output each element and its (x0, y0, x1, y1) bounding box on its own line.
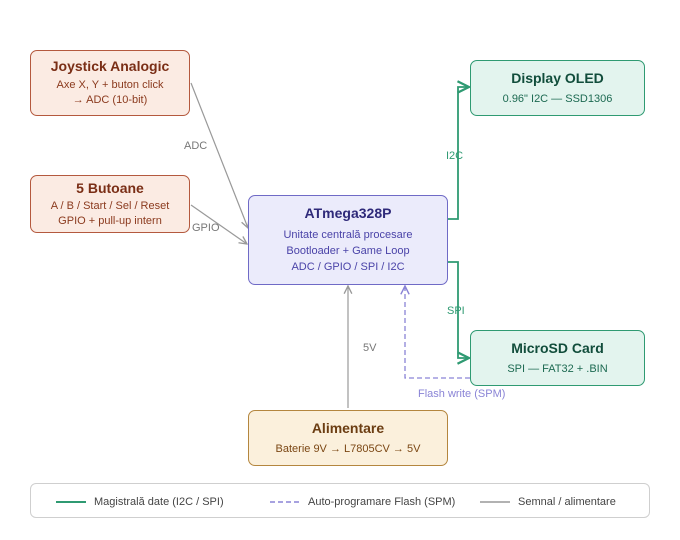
mcu-node: ATmega328P Unitate centrală procesare Bo… (248, 195, 448, 285)
oled-title: Display OLED (511, 69, 604, 86)
legend-item-data-bus: Magistrală date (I2C / SPI) (56, 484, 224, 519)
buttons-node: 5 Butoane A / B / Start / Sel / Reset GP… (30, 175, 190, 233)
mcu-line-2: Bootloader + Game Loop (286, 245, 410, 257)
legend-dashed-purple-line-icon (270, 500, 300, 503)
joystick-to-mcu-wire (190, 82, 248, 228)
buttons-line-2: GPIO + pull-up intern (58, 214, 162, 227)
legend-signal-power-label: Semnal / alimentare (518, 495, 616, 508)
power-line-1: Baterie 9V → L7805CV → 5V (275, 442, 421, 455)
legend-item-self-prog: Auto-programare Flash (SPM) (270, 484, 455, 519)
joystick-line-2: → ADC (10-bit) (72, 94, 148, 106)
legend-solid-grey-line-icon (480, 500, 510, 503)
sd-title: MicroSD Card (511, 339, 604, 356)
mcu-line-1: Unitate centrală procesare (283, 229, 413, 241)
legend-item-signal-power: Semnal / alimentare (480, 484, 616, 519)
joystick-title: Joystick Analogic (50, 58, 170, 74)
gpio-label: GPIO (192, 222, 220, 234)
buttons-to-mcu-wire (190, 204, 247, 244)
buttons-title: 5 Butoane (76, 179, 144, 196)
power-node: Alimentare Baterie 9V → L7805CV → 5V (248, 410, 448, 466)
flash-write-label: Flash write (SPM) (418, 388, 506, 400)
spi-label: SPI (447, 305, 465, 317)
joystick-node: Joystick Analogic Axe X, Y + buton click… (30, 50, 190, 116)
i2c-label: I2C (446, 150, 464, 162)
adc-label: ADC (184, 140, 208, 152)
buttons-line-1: A / B / Start / Sel / Reset (50, 199, 170, 212)
mcu-to-sd-bus (448, 261, 469, 358)
oled-line-1: 0.96" I2C — SSD1306 (502, 92, 613, 105)
mcu-line-3: ADC / GPIO / SPI / I2C (291, 261, 405, 273)
power-title: Alimentare (311, 419, 385, 436)
sd-line-1: SPI — FAT32 + .BIN (507, 362, 608, 375)
legend-data-bus-label: Magistrală date (I2C / SPI) (94, 495, 224, 508)
legend: Magistrală date (I2C / SPI) Auto-program… (30, 483, 650, 518)
mcu-title: ATmega328P (304, 205, 392, 221)
joystick-line-1: Axe X, Y + buton click (56, 79, 164, 91)
legend-solid-green-line-icon (56, 500, 86, 503)
5v-label: 5V (363, 342, 377, 354)
oled-node: Display OLED 0.96" I2C — SSD1306 (470, 60, 645, 116)
sd-to-mcu-flash-wire (405, 286, 470, 379)
legend-self-prog-label: Auto-programare Flash (SPM) (308, 495, 456, 508)
sd-node: MicroSD Card SPI — FAT32 + .BIN (470, 330, 645, 386)
mcu-to-oled-bus (448, 87, 469, 220)
